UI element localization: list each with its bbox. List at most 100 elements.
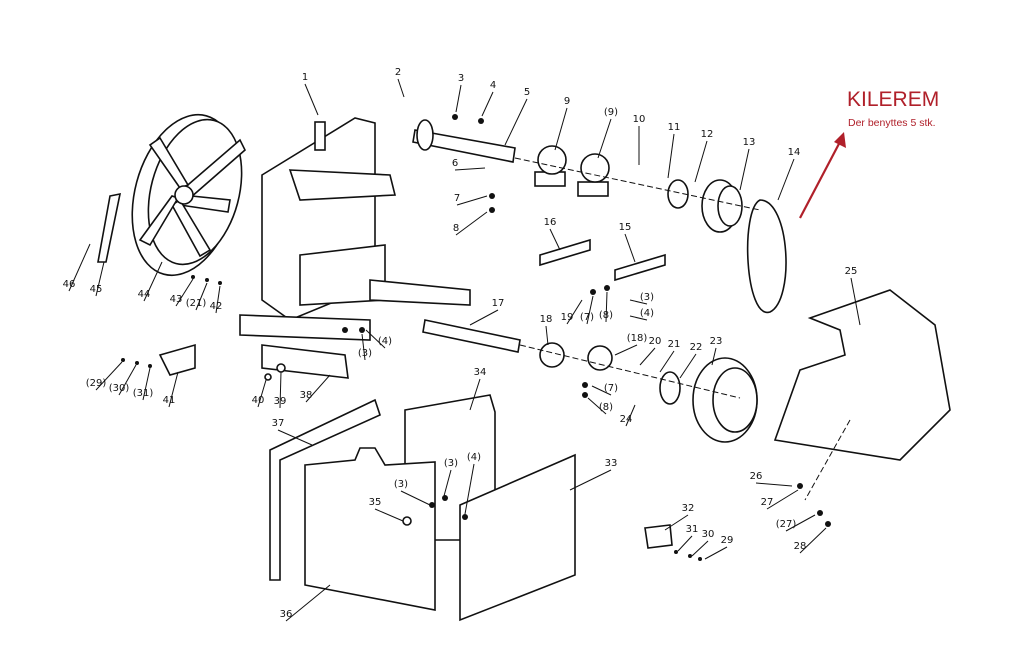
leader-line	[374, 508, 404, 522]
leader-line	[785, 514, 816, 532]
part-label: 32	[682, 503, 695, 514]
fasteners	[121, 114, 831, 561]
part-label: 8	[453, 223, 459, 234]
leader-line	[257, 379, 267, 408]
part-label: 4	[490, 80, 496, 91]
part-label: 34	[474, 367, 487, 378]
part-label: 11	[668, 122, 681, 133]
leader-line	[850, 277, 861, 326]
leader-line	[766, 489, 799, 510]
leader-line	[95, 361, 123, 391]
leader-line	[667, 133, 675, 179]
part-label: (30)	[109, 383, 130, 394]
main-frame-1	[239, 117, 471, 379]
leader-line	[456, 195, 488, 206]
part-label: 14	[788, 147, 801, 158]
leader-line	[195, 282, 208, 311]
part-label: 26	[750, 471, 763, 482]
part-label: 36	[280, 609, 293, 620]
part-label: (4)	[378, 336, 392, 347]
leader-line	[587, 397, 607, 415]
leader-line	[400, 490, 431, 506]
leader-line	[664, 514, 689, 531]
base-panels	[269, 394, 576, 622]
part-label: 29	[721, 535, 734, 546]
leader-line	[95, 261, 105, 297]
part-label: (29)	[86, 378, 107, 389]
leader-line	[285, 584, 331, 622]
leader-line	[175, 278, 194, 307]
part-label: 19	[561, 312, 574, 323]
part-label: 2	[395, 67, 401, 78]
leader-line	[625, 404, 636, 427]
part-label: (27)	[776, 519, 797, 530]
leader-line	[277, 429, 313, 446]
part-label: 25	[845, 266, 858, 277]
guard-25	[773, 289, 951, 461]
leader-line	[168, 371, 179, 408]
part-label: 28	[794, 541, 807, 552]
part-label: 46	[63, 279, 76, 290]
leader-line	[469, 378, 481, 411]
part-label: 37	[272, 418, 285, 429]
leader-line	[481, 91, 494, 117]
leader-line	[68, 243, 91, 292]
part-label: (21)	[186, 298, 207, 309]
leader-line	[305, 374, 331, 403]
part-label: 42	[210, 301, 223, 312]
part-label: 27	[761, 497, 774, 508]
annotation-arrow	[799, 137, 843, 219]
part-label: (4)	[640, 308, 654, 319]
part-label: 43	[170, 294, 183, 305]
leader-line	[704, 546, 728, 560]
leader-line	[304, 83, 319, 116]
part-label: (3)	[640, 292, 654, 303]
annotation-subtitle: Der benyttes 5 stk.	[848, 117, 936, 129]
brackets-15-16	[539, 238, 666, 282]
part-label: 5	[524, 87, 530, 98]
shaft-5	[412, 119, 521, 353]
leader-line	[629, 299, 648, 305]
centerlines	[514, 157, 851, 501]
part-label: (9)	[604, 107, 618, 118]
leader-line	[549, 228, 561, 251]
leader-line	[711, 347, 717, 366]
leader-line	[569, 469, 612, 491]
leader-line	[397, 78, 405, 98]
part-label: 41	[163, 395, 176, 406]
leader-line	[629, 315, 648, 321]
leader-line	[464, 463, 475, 515]
leader-line	[215, 285, 221, 314]
leader-line	[639, 347, 656, 366]
part-label: 21	[668, 339, 681, 350]
part-label: 44	[138, 289, 151, 300]
leader-line	[554, 107, 568, 151]
part-label: 31	[686, 524, 699, 535]
part-label: 1	[302, 72, 308, 83]
part-label: 33	[605, 458, 618, 469]
leader-line	[659, 350, 675, 373]
leader-line	[469, 309, 499, 326]
part-label: 45	[90, 284, 103, 295]
leader-line	[739, 148, 750, 191]
part-label: 24	[620, 414, 633, 425]
leader-line	[586, 295, 594, 325]
part-label: 22	[690, 342, 703, 353]
part-label: 3	[458, 73, 464, 84]
leader-line	[624, 233, 636, 263]
leader-line	[118, 364, 137, 396]
part-label: (3)	[358, 348, 372, 359]
part-label: 13	[743, 137, 756, 148]
part-label: 39	[274, 396, 287, 407]
plate-32	[644, 524, 673, 549]
bearings-9	[534, 145, 613, 371]
fan-wheel-44	[131, 113, 246, 277]
part-label: 23	[710, 336, 723, 347]
leader-line	[443, 469, 452, 497]
leader-line	[694, 140, 708, 183]
leader-line	[591, 385, 612, 396]
leader-line	[279, 371, 282, 409]
leader-line	[614, 344, 638, 356]
